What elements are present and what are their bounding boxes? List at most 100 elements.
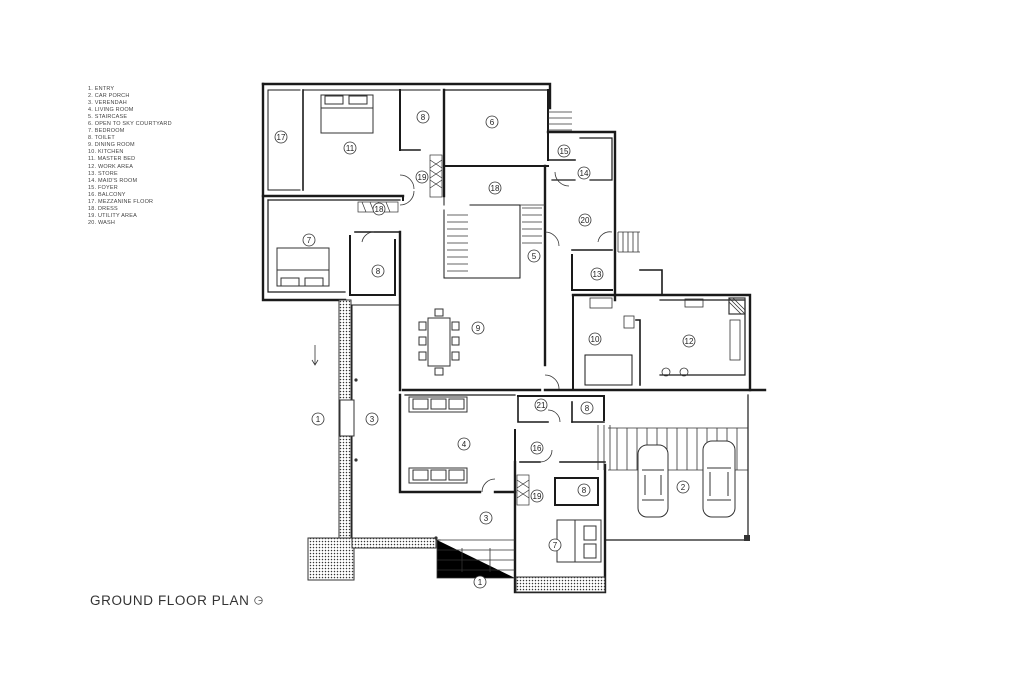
room-marker: 12 [682, 334, 696, 348]
room-marker-circle [548, 538, 562, 552]
room-number: 15 [560, 147, 569, 156]
room-number: 19 [533, 492, 542, 501]
room-marker-circle [530, 489, 544, 503]
legend-item: 19. UTILITY AREA [88, 212, 137, 219]
legend-item: 13. STORE [88, 170, 118, 177]
room-marker-circle [457, 437, 471, 451]
legend-item: 2. CAR PORCH [88, 93, 130, 100]
legend: 1. ENTRY 2. CAR PORCH 3. VERENDAH 4. LIV… [88, 86, 172, 227]
room-number: 5 [532, 252, 537, 261]
sofa-icon [408, 396, 468, 484]
room-marker-circle [473, 575, 487, 589]
room-marker: 8 [371, 264, 385, 278]
room-number: 1 [316, 415, 321, 424]
room-marker: 19 [415, 170, 429, 184]
room-marker-circle [557, 144, 571, 158]
room-number: 3 [370, 415, 375, 424]
room-marker: 5 [527, 249, 541, 263]
room-marker-circle [372, 202, 386, 216]
room-number: 7 [307, 236, 312, 245]
room-number: 17 [277, 133, 286, 142]
room-marker-circle [343, 141, 357, 155]
room-marker: 9 [471, 321, 485, 335]
room-marker: 14 [577, 166, 591, 180]
room-marker: 3 [365, 412, 379, 426]
room-marker: 11 [343, 141, 357, 155]
room-marker-circle [577, 483, 591, 497]
legend-item: 12. WORK AREA [88, 163, 134, 170]
dining-table-icon [418, 308, 460, 376]
room-marker-circle [682, 334, 696, 348]
room-marker: 1 [311, 412, 325, 426]
room-number: 8 [582, 486, 587, 495]
room-number: 2 [681, 483, 686, 492]
legend-item: 6. OPEN TO SKY COURTYARD [88, 121, 172, 128]
room-marker-circle [527, 249, 541, 263]
room-marker-circle [530, 441, 544, 455]
room-number: 20 [581, 216, 590, 225]
room-marker-circle [676, 480, 690, 494]
room-marker-circle [311, 412, 325, 426]
room-number: 4 [462, 440, 467, 449]
room-number: 19 [418, 173, 427, 182]
room-number: 14 [580, 169, 589, 178]
room-marker: 17 [274, 130, 288, 144]
room-marker: 4 [457, 437, 471, 451]
room-marker: 1 [473, 575, 487, 589]
room-marker: 21 [534, 398, 548, 412]
room-number: 10 [591, 335, 600, 344]
room-number: 18 [491, 184, 500, 193]
room-marker: 18 [488, 181, 502, 195]
room-marker-circle [588, 332, 602, 346]
legend-item: 8. TOILET [88, 135, 115, 142]
room-marker-circle [590, 267, 604, 281]
room-number: 3 [484, 514, 489, 523]
room-marker: 10 [588, 332, 602, 346]
room-marker-circle [274, 130, 288, 144]
doors [311, 171, 613, 493]
room-marker-circle [471, 321, 485, 335]
room-marker-circle [302, 233, 316, 247]
room-marker-circle [577, 166, 591, 180]
room-number: 8 [585, 404, 590, 413]
car-icon [637, 440, 736, 518]
room-number: 12 [685, 337, 694, 346]
room-marker-circle [580, 401, 594, 415]
room-number: 6 [490, 118, 495, 127]
room-marker-circle [371, 264, 385, 278]
room-number: 7 [553, 541, 558, 550]
legend-item: 17. MEZZANINE FLOOR [88, 198, 154, 205]
legend-item: 7. BEDROOM [88, 128, 125, 135]
legend-item: 10. KITCHEN [88, 149, 124, 156]
legend-item: 15. FOYER [88, 184, 118, 191]
room-number: 13 [593, 270, 602, 279]
room-marker-circle [479, 511, 493, 525]
room-marker: 20 [578, 213, 592, 227]
room-marker: 7 [302, 233, 316, 247]
legend-item: 11. MASTER BED [88, 156, 136, 163]
room-marker-circle [534, 398, 548, 412]
north-icon [254, 596, 263, 605]
room-number: 1 [478, 578, 483, 587]
walls [261, 82, 767, 594]
room-number: 9 [476, 324, 481, 333]
room-number: 16 [533, 444, 542, 453]
room-marker: 15 [557, 144, 571, 158]
room-marker-circle [578, 213, 592, 227]
room-marker: 2 [676, 480, 690, 494]
room-marker: 3 [479, 511, 493, 525]
legend-item: 20. WASH [88, 219, 116, 226]
room-marker: 8 [580, 401, 594, 415]
room-marker: 8 [577, 483, 591, 497]
room-marker-circle [415, 170, 429, 184]
room-marker: 8 [416, 110, 430, 124]
room-marker: 7 [548, 538, 562, 552]
room-number: 8 [376, 267, 381, 276]
room-marker: 16 [530, 441, 544, 455]
room-number: 21 [537, 401, 546, 410]
storage-shelves [357, 154, 530, 506]
room-marker-circle [416, 110, 430, 124]
room-marker: 19 [530, 489, 544, 503]
